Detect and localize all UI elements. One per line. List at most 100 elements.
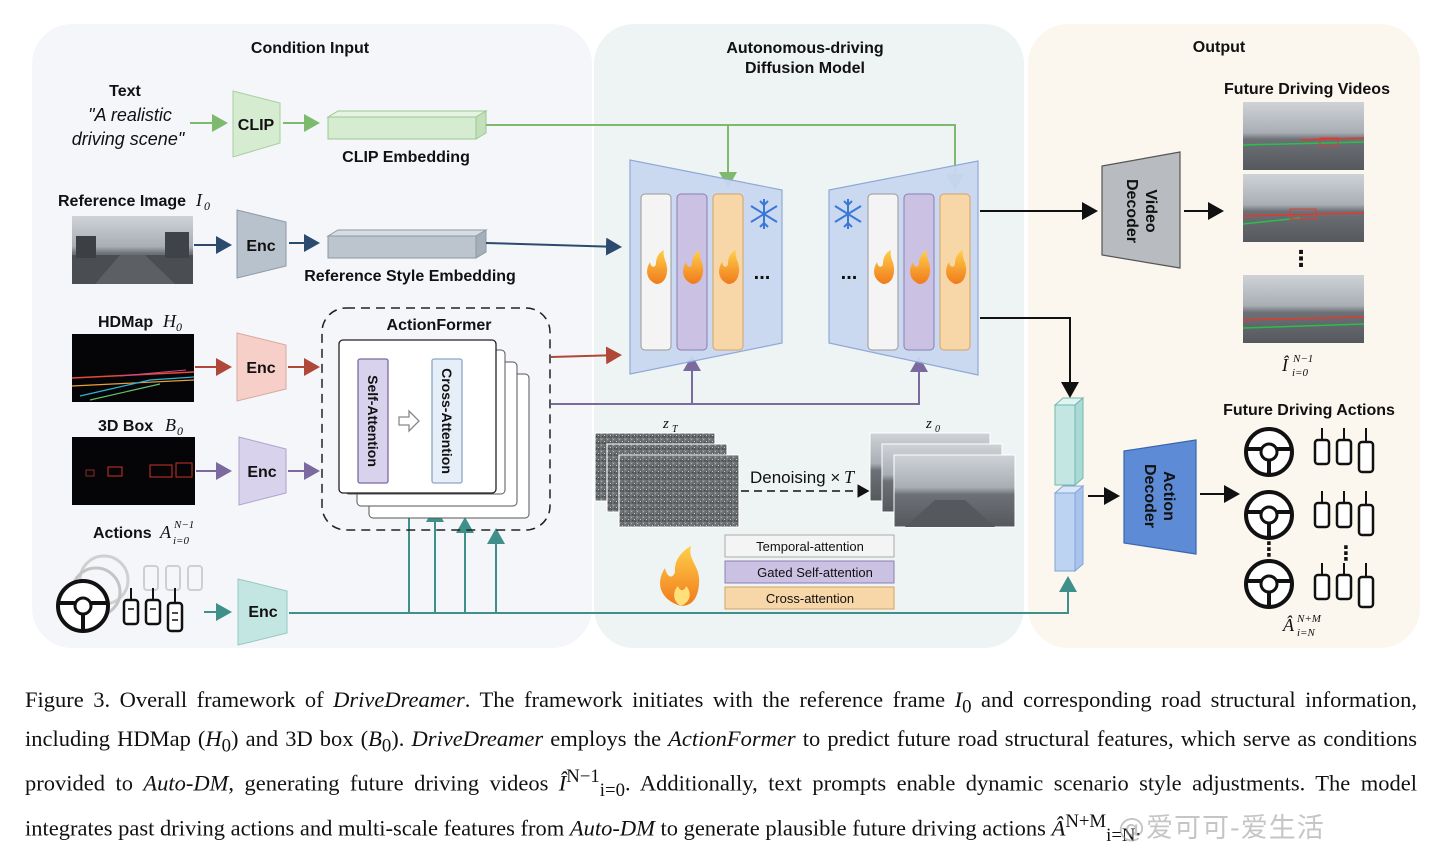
3d-box-thumbnail: [72, 437, 195, 505]
cross-attention-block: [431, 358, 463, 484]
zt-sub: T: [672, 424, 679, 435]
legend-gated-swatch: [724, 560, 895, 584]
framework-diagram: Condition Input Autonomous-driving Diffu…: [32, 24, 1420, 648]
caption-text: . The framework initiates with the refer…: [464, 687, 955, 712]
actionformer-title: ActionFormer: [387, 317, 492, 334]
actionformer-to-unet-arrow: [550, 346, 622, 365]
caption-math: I: [954, 687, 963, 712]
flame-icon: [683, 250, 704, 284]
caption-math-sup: N+M: [1065, 811, 1107, 832]
box-label: 3D Box: [98, 418, 153, 435]
reference-symbol: I: [195, 190, 203, 210]
actionformer-to-unet2-gated-arrow: [692, 356, 928, 405]
self-attention-label: Self-Attention: [365, 375, 381, 467]
z0-symbol: z: [925, 416, 932, 432]
zt-symbol: z: [662, 416, 669, 432]
future-actions-symbol: Â: [1282, 614, 1295, 635]
action-decoder-line1: Action: [1160, 471, 1177, 521]
caption-text: to predict future road structural featur…: [25, 725, 1417, 796]
legend-temporal-swatch: [724, 534, 895, 558]
flame-icon: [946, 250, 967, 284]
caption-math: B: [368, 725, 382, 751]
reference-image-label: Reference Image: [58, 193, 186, 210]
noisy-latent-frames: [594, 432, 740, 528]
caption-emphasis: Auto-DM: [143, 770, 229, 796]
hdmap-label: HDMap: [98, 314, 153, 331]
diffusion-title-line1: Autonomous-driving: [726, 40, 883, 57]
reference-sub: 0: [204, 199, 210, 213]
unet-to-feature-stack-arrow: [980, 317, 1079, 398]
diffusion-title-line2: Diffusion Model: [745, 60, 865, 77]
hdmap-thumbnail: [71, 334, 195, 402]
video-decoder-line1: Video: [1142, 189, 1159, 233]
future-actions-ellipsis-right: ⋮: [1336, 543, 1356, 565]
flame-icon: [647, 250, 668, 284]
legend-temporal-label: Temporal-attention: [756, 539, 864, 554]
future-video-frame-3: [1242, 275, 1365, 343]
reference-encoder: [236, 209, 287, 279]
caption-math-sup: N−1: [566, 766, 600, 787]
future-actions-sup: N+M: [1296, 613, 1322, 625]
text-prompt-line2: driving scene": [72, 129, 186, 149]
denoised-latent-frames: [869, 432, 1016, 528]
pedal-icon-group: [1313, 563, 1375, 609]
future-video-frame-1: [1242, 102, 1365, 170]
box-symbol: B: [165, 415, 176, 435]
legend-gated-label: Gated Self-attention: [757, 565, 873, 580]
text-prompt-line1: "A realistic: [88, 105, 172, 125]
output-title: Output: [1193, 39, 1246, 56]
denoising-label: Denoising ×: [750, 468, 840, 487]
clip-embedding-label: CLIP Embedding: [342, 149, 470, 166]
video-decoder-line2: Decoder: [1123, 179, 1140, 243]
flame-icon: [910, 250, 931, 284]
box-encoder: [238, 436, 287, 506]
steering-wheel-icon: [1244, 427, 1294, 477]
actions-symbol: A: [159, 522, 172, 542]
watermark: @爱可可-爱生活: [1118, 813, 1325, 844]
future-videos-sub: i=0: [1292, 367, 1308, 379]
unet1-ellipsis: ...: [754, 262, 771, 284]
feature-stack: [1053, 396, 1085, 573]
z0-sub: 0: [935, 424, 940, 435]
caption-text: .: [1135, 815, 1142, 841]
caption-math-sub: 0: [221, 735, 232, 756]
reference-image-thumbnail: [72, 216, 193, 284]
actions-to-action-decoder-arrow: [289, 576, 1077, 614]
arrow-right-icon: [398, 409, 420, 433]
caption-math: H: [205, 725, 222, 751]
clip-encoder: [232, 90, 281, 158]
text-input-label: Text: [109, 83, 141, 100]
legend-cross-label: Cross-attention: [766, 591, 854, 606]
caption-math: Â: [1051, 815, 1066, 841]
future-videos-sup: N−1: [1292, 353, 1313, 365]
caption-text: ) and 3D box (: [231, 725, 369, 751]
reference-style-embedding-label: Reference Style Embedding: [304, 268, 516, 285]
cross-attention-label: Cross-Attention: [439, 368, 455, 474]
condition-input-title: Condition Input: [251, 40, 370, 57]
future-actions-sub: i=N: [1297, 627, 1315, 639]
box-enc-label: Enc: [247, 464, 276, 481]
clip-embedding-block: [326, 110, 488, 140]
future-actions-title: Future Driving Actions: [1223, 402, 1395, 419]
caption-math-sub: 0: [381, 735, 392, 756]
caption-emphasis: DriveDreamer: [411, 725, 544, 751]
caption-math-sub: i=0: [599, 780, 625, 801]
caption-text: , generating future driving videos: [228, 770, 559, 796]
actions-encoder: [237, 578, 288, 646]
flame-icon: [719, 250, 740, 284]
caption-text: to generate plausible future driving act…: [654, 815, 1052, 841]
caption-emphasis: Auto-DM: [569, 815, 655, 841]
caption-math-sub: i=N: [1106, 825, 1136, 846]
pedal-icon-group: [122, 565, 203, 633]
future-videos-ellipsis: ⋮: [1290, 246, 1312, 271]
reference-style-embedding-block: [326, 229, 488, 259]
hdmap-sub: 0: [176, 320, 182, 334]
caption-text: employs the: [543, 725, 669, 751]
unet2-ellipsis: ...: [841, 262, 858, 284]
pedal-icon-group: [1313, 428, 1375, 474]
action-decoder-line2: Decoder: [1141, 464, 1158, 528]
snowflake-icon: [834, 199, 862, 229]
caption-emphasis: DriveDreamer: [333, 687, 465, 712]
figure-caption: Figure 3. Overall framework of DriveDrea…: [25, 684, 1417, 851]
